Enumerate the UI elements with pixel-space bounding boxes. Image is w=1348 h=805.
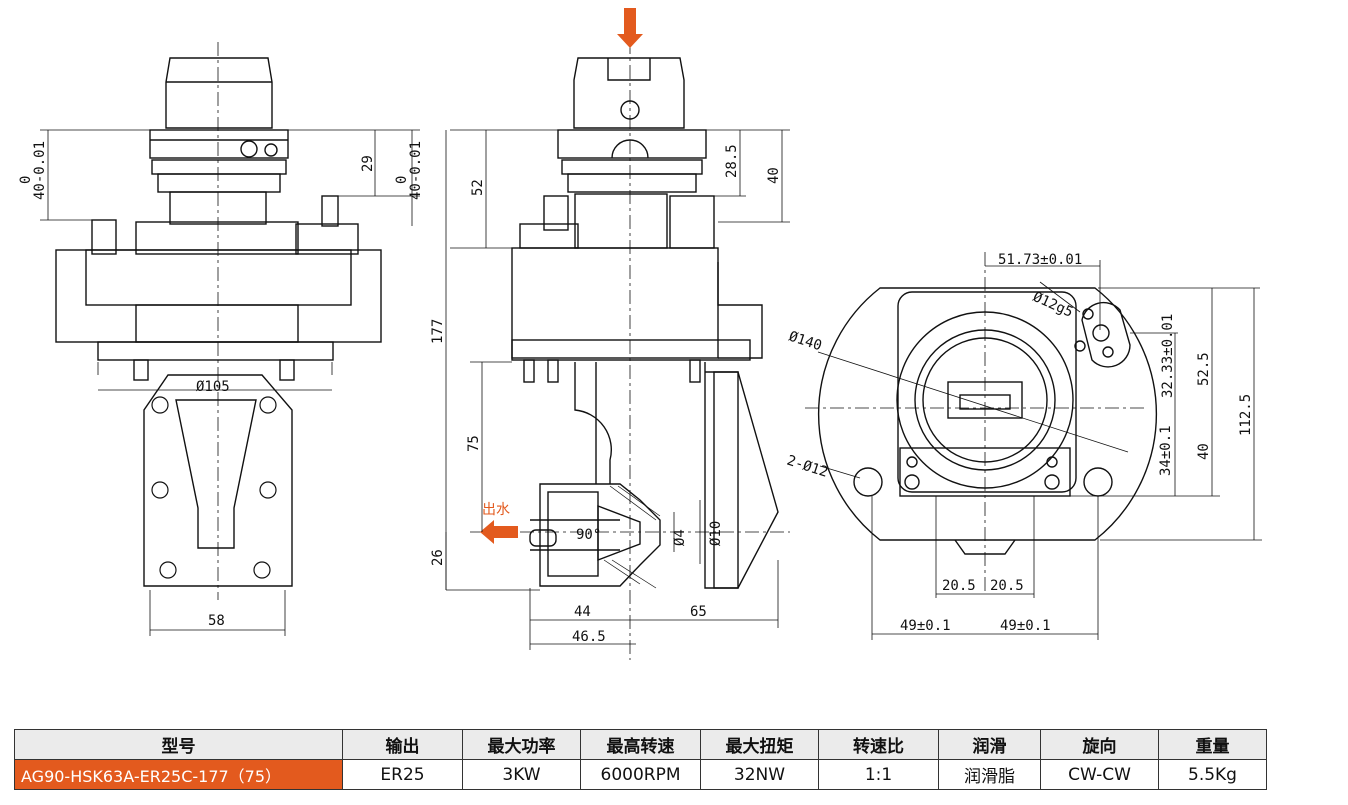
dim-28-5: 28.5	[724, 144, 740, 178]
dim-46-5: 46.5	[572, 629, 606, 645]
front-view	[40, 42, 420, 636]
cell-lubrication: 润滑脂	[938, 759, 1041, 790]
dim-40-right: 40-0.01	[408, 141, 424, 200]
dim-34: 34±0.1	[1158, 425, 1174, 476]
angle-90: 90°	[576, 527, 601, 543]
cell-rotation: CW-CW	[1040, 759, 1159, 790]
dim-65: 65	[690, 604, 707, 620]
dim-40: 40	[766, 167, 782, 184]
top-view	[805, 252, 1262, 640]
header-max-torque: 最大扭矩	[700, 729, 819, 760]
cell-weight: 5.5Kg	[1158, 759, 1267, 790]
header-model: 型号	[14, 729, 343, 760]
spec-data-row: AG90-HSK63A-ER25C-177（75） ER25 3KW 6000R…	[14, 759, 1267, 790]
cell-ratio: 1:1	[818, 759, 939, 790]
dim-20-5-a: 20.5	[942, 578, 976, 594]
dim-51-73: 51.73±0.01	[998, 252, 1082, 268]
dim-d140: Ø140	[787, 329, 824, 355]
header-weight: 重量	[1158, 729, 1267, 760]
dim-26: 26	[430, 549, 446, 566]
cell-max-power: 3KW	[462, 759, 581, 790]
dim-44: 44	[574, 604, 591, 620]
dim-49-a: 49±0.1	[900, 618, 951, 634]
outlet-label: 出水	[482, 502, 510, 518]
dim-d10: Ø10	[708, 521, 724, 546]
cell-model: AG90-HSK63A-ER25C-177（75）	[14, 759, 343, 790]
cell-output: ER25	[342, 759, 463, 790]
dim-29: 29	[360, 155, 376, 172]
technical-drawing: Ø105 58 40-0.01 0 29 40-0.01 0 52 177 75…	[18, 8, 1262, 660]
dim-40-b: 40	[1196, 443, 1212, 460]
dim-40-right-tol: 0	[394, 176, 410, 184]
header-lubrication: 润滑	[938, 729, 1041, 760]
dim-d105: Ø105	[196, 379, 230, 395]
cell-max-speed: 6000RPM	[580, 759, 701, 790]
dim-52: 52	[470, 179, 486, 196]
dim-2-d12: 2-Ø12	[785, 453, 830, 481]
cell-max-torque: 32NW	[700, 759, 819, 790]
dim-112-5: 112.5	[1238, 394, 1254, 436]
dim-177: 177	[430, 319, 446, 344]
dim-49-b: 49±0.1	[1000, 618, 1051, 634]
dim-20-5-b: 20.5	[990, 578, 1024, 594]
dim-40-left-tol: 0	[18, 176, 34, 184]
dim-40-left: 40-0.01	[32, 141, 48, 200]
dim-32-33: 32.33±0.01	[1160, 314, 1176, 398]
dim-58: 58	[208, 613, 225, 629]
spec-table: 型号 输出 最大功率 最高转速 最大扭矩 转速比 润滑 旋向 重量 AG90-H…	[14, 729, 1267, 790]
dim-52-5: 52.5	[1196, 352, 1212, 386]
dim-d4: Ø4	[672, 529, 688, 546]
side-view	[445, 8, 790, 660]
header-max-speed: 最高转速	[580, 729, 701, 760]
header-max-power: 最大功率	[462, 729, 581, 760]
header-output: 输出	[342, 729, 463, 760]
header-rotation: 旋向	[1040, 729, 1159, 760]
header-ratio: 转速比	[818, 729, 939, 760]
dim-75: 75	[466, 435, 482, 452]
spec-header-row: 型号 输出 最大功率 最高转速 最大扭矩 转速比 润滑 旋向 重量	[14, 729, 1267, 760]
